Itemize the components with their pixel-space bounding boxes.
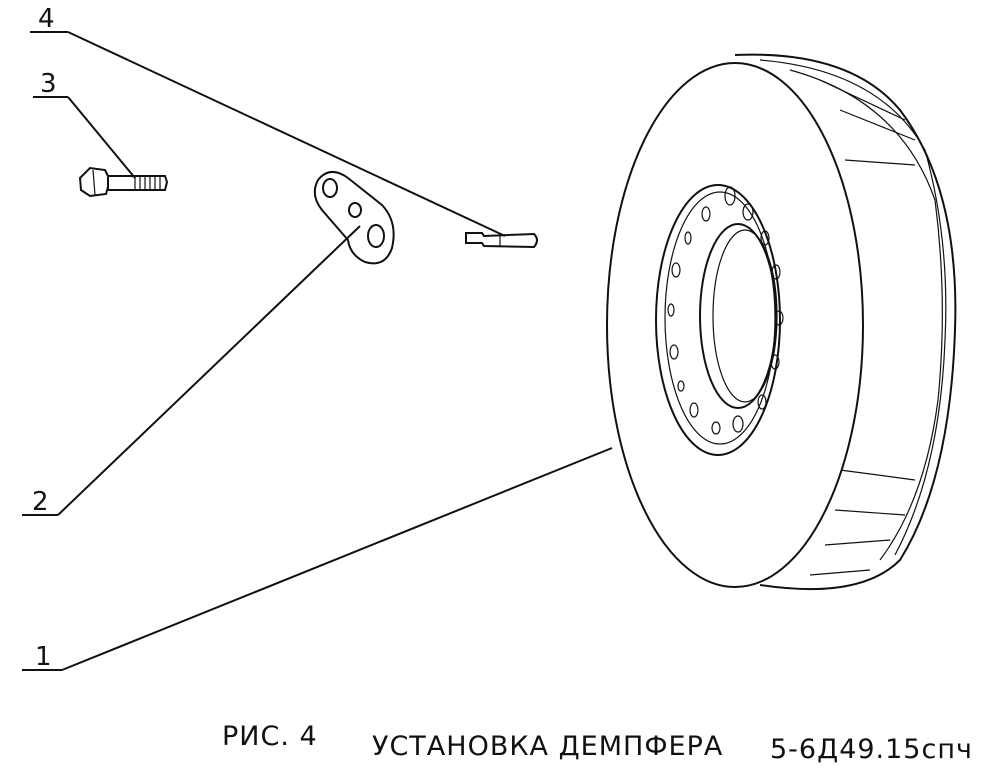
figure-number: РИС. 4 xyxy=(222,721,318,752)
figure-title: УСТАНОВКА ДЕМПФЕРА xyxy=(372,731,723,762)
callout-1: 1 xyxy=(35,642,52,672)
callout-3: 3 xyxy=(40,69,57,99)
damper-wheel xyxy=(606,53,957,591)
leader-lines xyxy=(22,31,613,671)
callout-labels: 1 2 3 4 xyxy=(32,4,57,672)
callout-4: 4 xyxy=(38,4,55,34)
figure-code: 5-6Д49.15спч xyxy=(770,734,973,765)
hex-bolt xyxy=(78,166,169,198)
figure-caption: РИС. 4 УСТАНОВКА ДЕМПФЕРА 5-6Д49.15спч xyxy=(222,721,973,765)
lock-plate xyxy=(313,171,395,265)
callout-2: 2 xyxy=(32,487,49,517)
pin xyxy=(465,232,538,249)
